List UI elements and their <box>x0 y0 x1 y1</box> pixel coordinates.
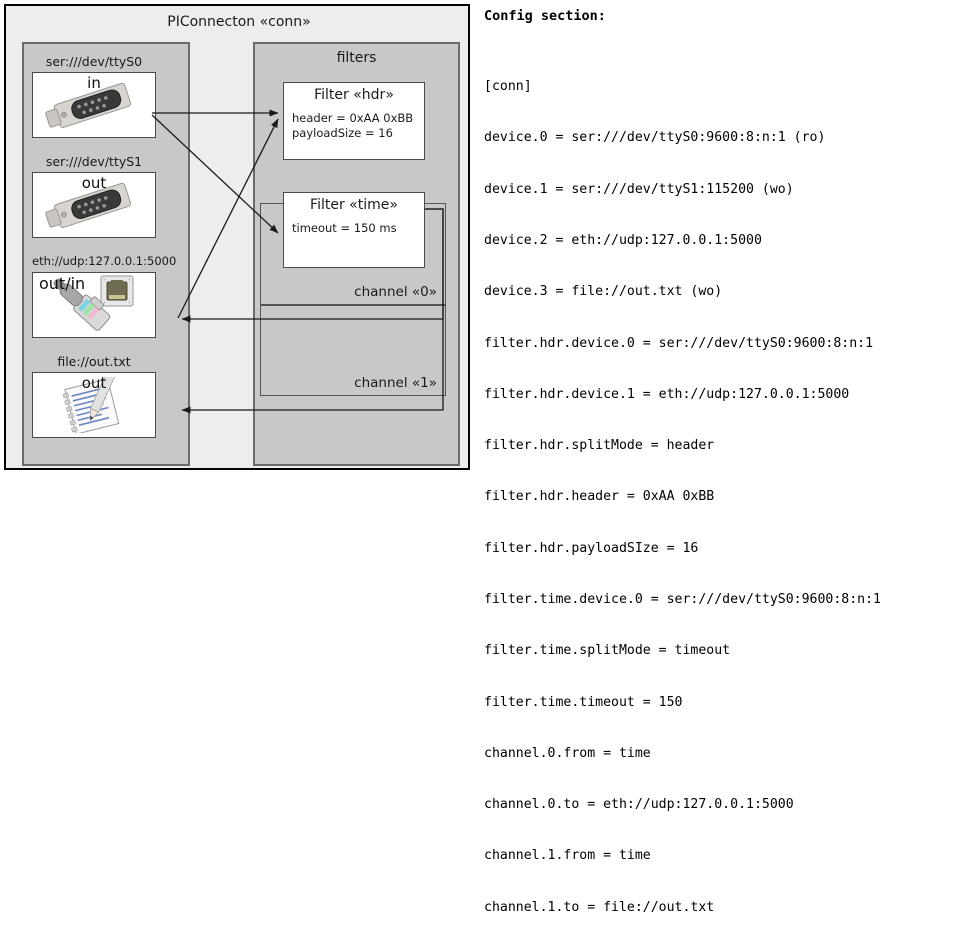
config-heading: Config section: <box>484 8 606 24</box>
config-line: filter.hdr.device.1 = eth://udp:127.0.0.… <box>484 386 850 402</box>
filter-title: Filter «hdr» <box>314 87 394 103</box>
config-line: device.0 = ser:///dev/ttyS0:9600:8:n:1 (… <box>484 130 826 146</box>
device-io-label: out <box>81 374 107 392</box>
config-line: [conn] <box>484 79 532 95</box>
filter-attrs: timeout = 150 ms <box>292 221 420 236</box>
config-line: filter.time.timeout = 150 <box>484 694 683 710</box>
config-line: channel.1.from = time <box>484 848 651 864</box>
config-line: device.1 = ser:///dev/ttyS1:115200 (wo) <box>484 181 794 197</box>
channel-box-1[interactable]: channel «1» <box>260 305 446 396</box>
device-io-label: in <box>87 74 101 92</box>
device-io-label: out/in <box>39 274 86 293</box>
device-label: file://out.txt <box>57 354 131 369</box>
diagram-frame: PIConnecton «conn» ser:///dev/ttyS0 in <box>4 4 470 470</box>
config-line: filter.hdr.payloadSIze = 16 <box>484 540 699 556</box>
filter-attr: payloadSize = 16 <box>292 126 393 140</box>
ethernet-plug-icon <box>33 273 155 337</box>
config-line: filter.hdr.device.0 = ser:///dev/ttyS0:9… <box>484 335 874 351</box>
config-line: channel.0.from = time <box>484 745 651 761</box>
serial-connector-icon <box>33 173 155 237</box>
filter-title: Filter «time» <box>310 197 398 213</box>
text-file-pencil-icon <box>33 373 155 437</box>
filters-group-title: filters <box>336 50 377 66</box>
config-line: filter.time.splitMode = timeout <box>484 643 731 659</box>
device-box[interactable]: out <box>32 372 156 438</box>
config-panel: Config section: [conn] device.0 = ser://… <box>482 0 960 915</box>
device-box[interactable]: in <box>32 72 156 138</box>
config-line: filter.hdr.header = 0xAA 0xBB <box>484 489 715 505</box>
config-line: channel.0.to = eth://udp:127.0.0.1:5000 <box>484 797 794 813</box>
filter-attrs: header = 0xAA 0xBB payloadSize = 16 <box>292 111 420 141</box>
filter-attr: timeout = 150 ms <box>292 221 397 235</box>
device-label: eth://udp:127.0.0.1:5000 <box>32 254 177 268</box>
config-line: device.2 = eth://udp:127.0.0.1:5000 <box>484 233 762 249</box>
device-io-label: out <box>81 174 107 192</box>
channel-label: channel «1» <box>354 375 437 391</box>
filter-box-hdr[interactable]: Filter «hdr» header = 0xAA 0xBB payloadS… <box>283 82 425 160</box>
filter-attr: header = 0xAA 0xBB <box>292 111 414 125</box>
device-box[interactable]: out <box>32 172 156 238</box>
diagram-title: PIConnecton «conn» <box>167 14 311 30</box>
device-label: ser:///dev/ttyS0 <box>45 54 143 69</box>
config-line: device.3 = file://out.txt (wo) <box>484 284 723 300</box>
config-body: [conn] device.0 = ser:///dev/ttyS0:9600:… <box>484 44 881 950</box>
device-box[interactable]: out/in <box>32 272 156 338</box>
config-line: channel.1.to = file://out.txt <box>484 899 715 915</box>
config-line: filter.time.device.0 = ser:///dev/ttyS0:… <box>484 592 881 607</box>
channel-label: channel «0» <box>354 284 437 300</box>
config-line: filter.hdr.splitMode = header <box>484 438 715 454</box>
serial-connector-icon <box>33 73 155 137</box>
device-label: ser:///dev/ttyS1 <box>45 154 143 169</box>
filter-box-time[interactable]: Filter «time» timeout = 150 ms <box>283 192 425 268</box>
